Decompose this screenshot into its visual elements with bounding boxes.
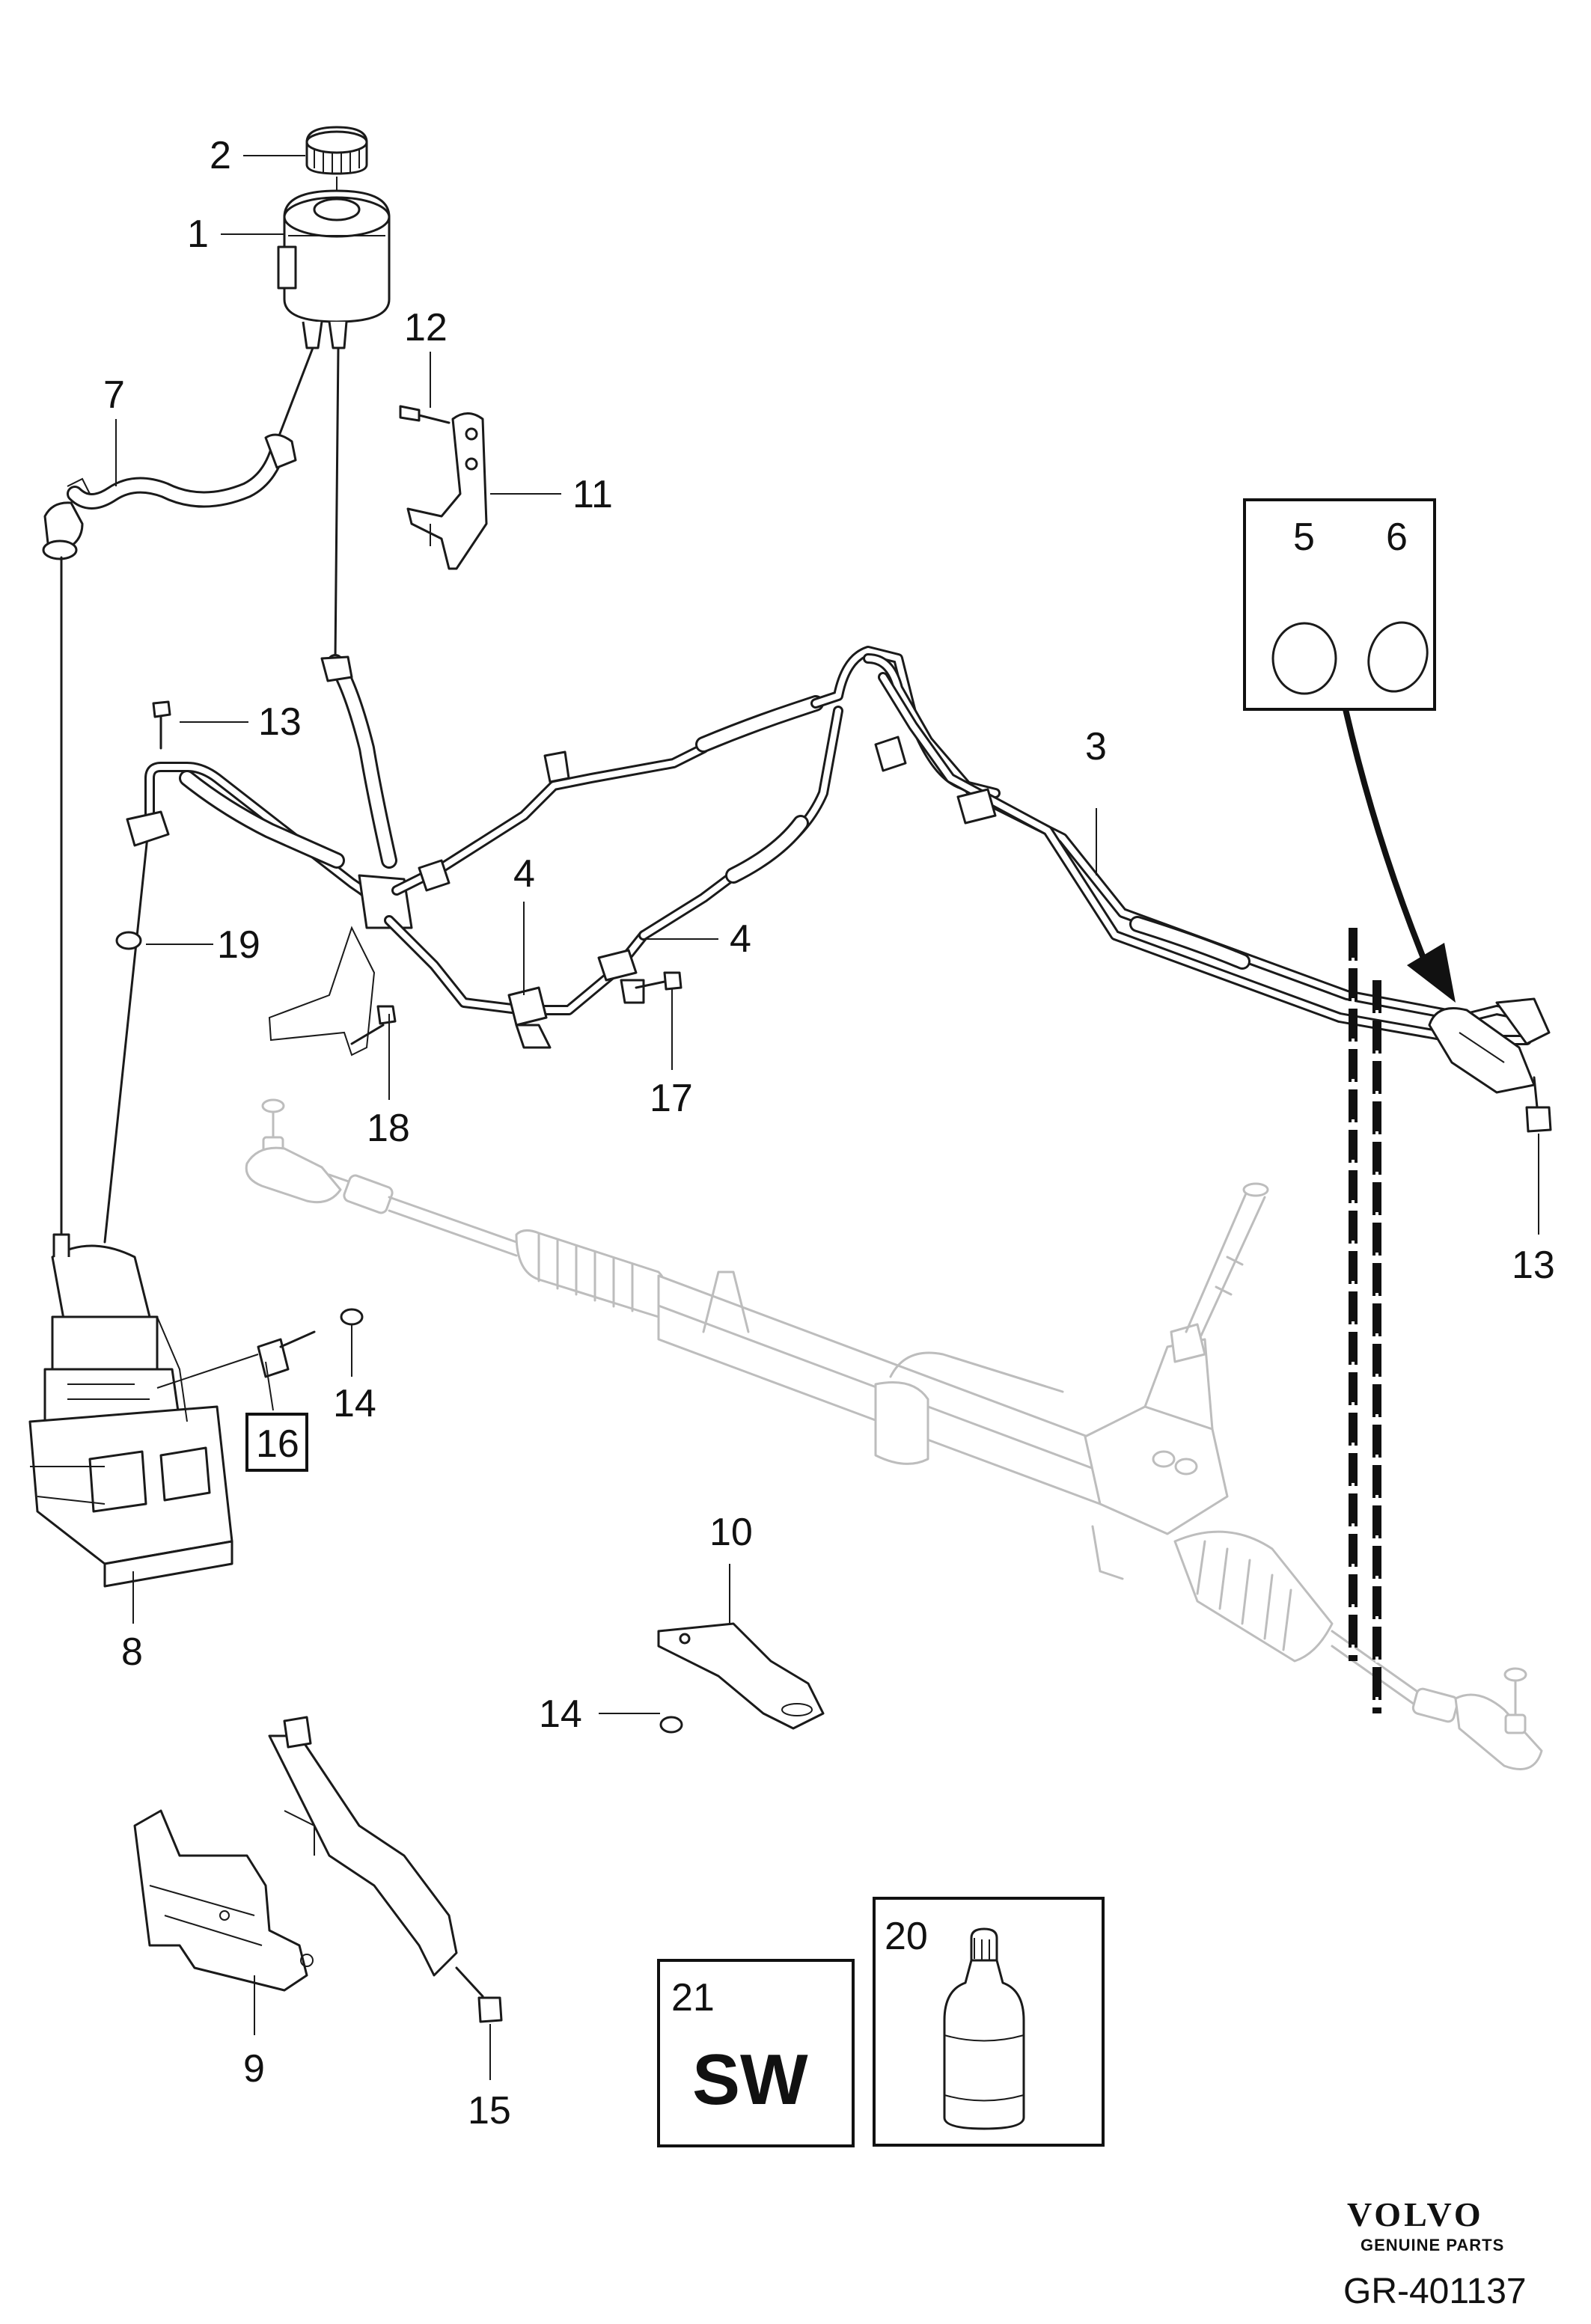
callout-4-right: 4 bbox=[730, 917, 751, 961]
steering-rack bbox=[245, 1098, 1543, 1770]
leader-lines bbox=[115, 155, 1539, 2080]
pointer-arrow bbox=[1407, 943, 1456, 1003]
callout-2: 2 bbox=[210, 134, 231, 177]
nut-14-upper bbox=[340, 1308, 364, 1326]
callout-18: 18 bbox=[367, 1107, 410, 1150]
callout-5: 5 bbox=[1293, 516, 1315, 559]
bolt-13-upper bbox=[152, 700, 171, 718]
callout-15: 15 bbox=[468, 2089, 511, 2132]
nut-14-lower bbox=[659, 1716, 683, 1734]
service-box-21 bbox=[657, 1959, 855, 2147]
electric-pump bbox=[28, 1233, 233, 1588]
reservoir-return-line bbox=[334, 346, 340, 660]
bracket-10 bbox=[657, 1622, 825, 1730]
callout-8: 8 bbox=[121, 1630, 143, 1674]
pressure-pipe-assembly bbox=[126, 646, 1551, 1094]
fluid-reservoir bbox=[277, 126, 391, 349]
callout-19: 19 bbox=[217, 923, 260, 967]
callout-20: 20 bbox=[885, 1915, 928, 1958]
suction-line-to-pump bbox=[103, 814, 151, 1244]
callout-6: 6 bbox=[1386, 516, 1408, 559]
callout-14-lower: 14 bbox=[539, 1692, 582, 1736]
diagram-reference: GR-401137 bbox=[1343, 2272, 1527, 2311]
volvo-logo: VOLVO bbox=[1347, 2195, 1484, 2233]
callout-14-upper: 14 bbox=[333, 1382, 376, 1425]
bolt-17 bbox=[663, 971, 682, 991]
callout-17: 17 bbox=[650, 1077, 693, 1120]
mounting-bracket-9 bbox=[133, 1716, 458, 1992]
callout-3: 3 bbox=[1085, 725, 1107, 768]
bracket-11 bbox=[399, 405, 488, 570]
callout-4-left: 4 bbox=[513, 852, 535, 896]
callout-9: 9 bbox=[243, 2047, 265, 2091]
callout-11: 11 bbox=[572, 473, 613, 516]
callout-21: 21 bbox=[671, 1976, 715, 2019]
reservoir-feed-line bbox=[275, 346, 314, 443]
genuine-parts-label: GENUINE PARTS bbox=[1361, 2236, 1504, 2254]
callout-13-upper: 13 bbox=[258, 700, 302, 744]
callout-1: 1 bbox=[187, 212, 209, 256]
callout-16: 16 bbox=[256, 1422, 299, 1466]
seal-6 bbox=[1367, 621, 1429, 693]
service-label: SW bbox=[692, 2040, 808, 2120]
seal-5 bbox=[1271, 622, 1337, 695]
bolt-18 bbox=[376, 1005, 397, 1025]
callout-10: 10 bbox=[709, 1511, 753, 1554]
o-ring-19 bbox=[115, 931, 142, 950]
suction-hose bbox=[42, 433, 297, 560]
callout-7: 7 bbox=[103, 373, 125, 417]
bolt-15 bbox=[477, 1996, 503, 2023]
callout-12: 12 bbox=[404, 306, 448, 349]
callout-16-box bbox=[245, 1413, 308, 1472]
fluid-bottle bbox=[943, 1927, 1025, 2130]
bolt-13-lower bbox=[1525, 1106, 1552, 1133]
callout-13-lower: 13 bbox=[1512, 1244, 1555, 1287]
sensor-16 bbox=[257, 1338, 290, 1378]
